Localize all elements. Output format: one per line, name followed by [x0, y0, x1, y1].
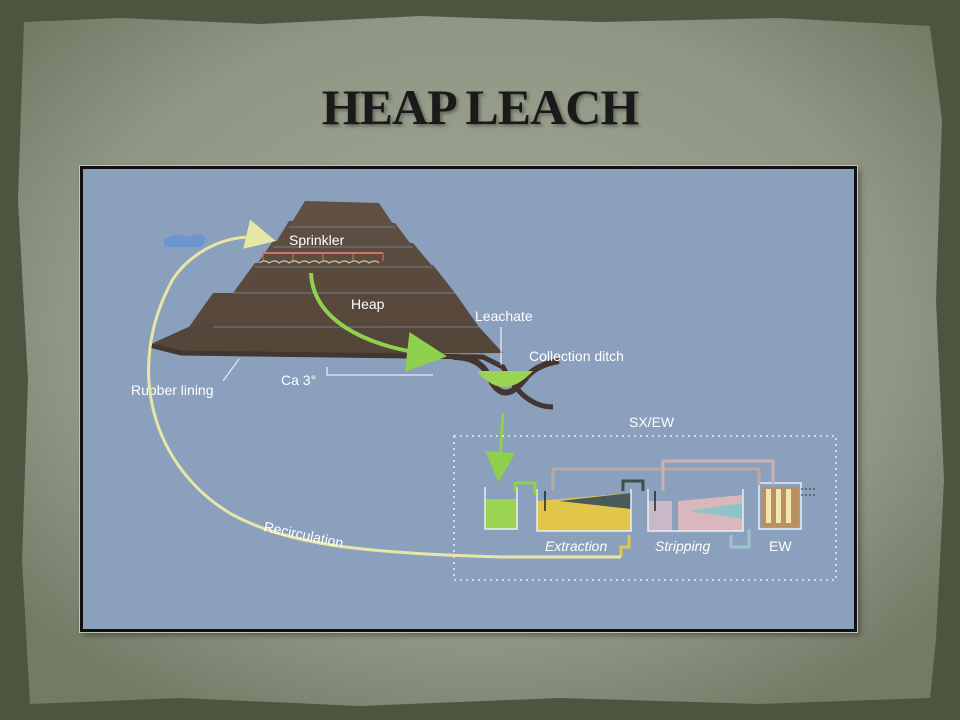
label-sprinkler: Sprinkler — [289, 232, 345, 248]
raincloud-icon — [163, 234, 207, 247]
recirculation-arrow — [147, 219, 621, 559]
label-extraction: Extraction — [545, 538, 607, 554]
extraction-tank — [536, 489, 632, 532]
label-rubber-lining: Rubber lining — [131, 382, 214, 398]
sprinkler — [258, 252, 384, 264]
label-leachate: Leachate — [475, 308, 533, 324]
stripping-tank — [647, 489, 744, 532]
slide-title: HEAP LEACH — [321, 79, 639, 135]
label-collection-ditch: Collection ditch — [529, 348, 624, 364]
heap-flow-arrow — [309, 272, 447, 372]
leachate-pool — [477, 371, 533, 387]
label-ew: EW — [769, 538, 792, 554]
label-stripping: Stripping — [655, 538, 710, 554]
label-ca: Ca 3° — [281, 372, 316, 388]
label-recirculation: Recirculation — [262, 518, 344, 550]
process-pipes — [513, 459, 775, 557]
sxew-plant-box — [453, 435, 837, 581]
ew-cell — [758, 482, 817, 530]
label-heap: Heap — [351, 296, 385, 312]
label-sxew: SX/EW — [629, 414, 675, 430]
collection-ditch — [452, 354, 560, 396]
heap-leach-diagram: Sprinkler Heap Leachate Collection ditch… — [80, 166, 857, 632]
leachate-flow-arrow — [485, 412, 516, 482]
heap — [153, 201, 503, 355]
pls-tank — [484, 487, 518, 530]
